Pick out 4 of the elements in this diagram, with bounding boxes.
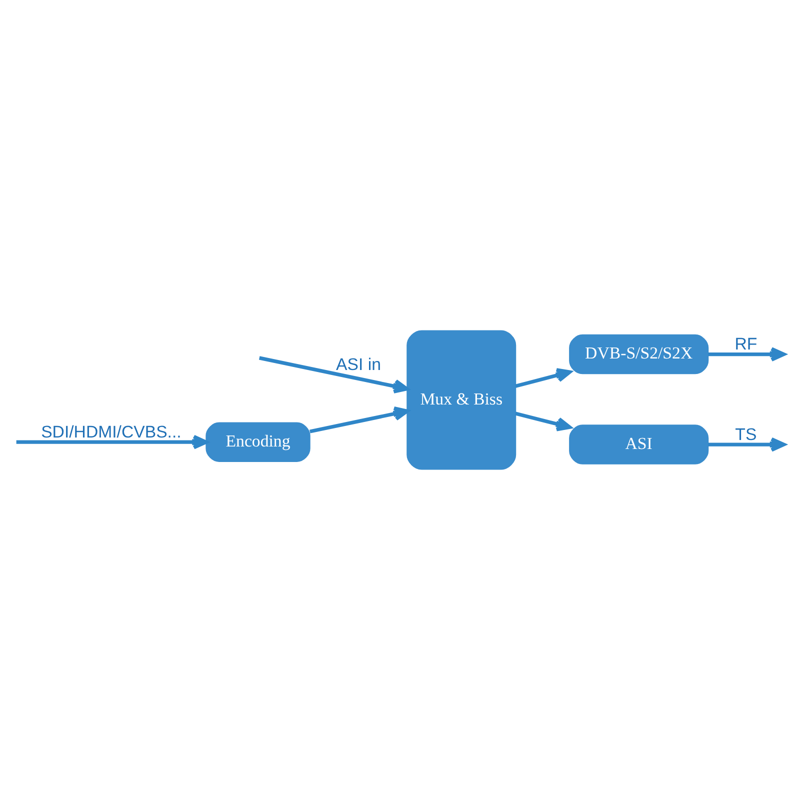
edge-label: ASI in — [336, 355, 381, 374]
edge-label: RF — [734, 334, 758, 354]
edge-label: SDI/HDMI/CVBS... — [41, 422, 182, 442]
edge-label: TS — [735, 424, 757, 444]
